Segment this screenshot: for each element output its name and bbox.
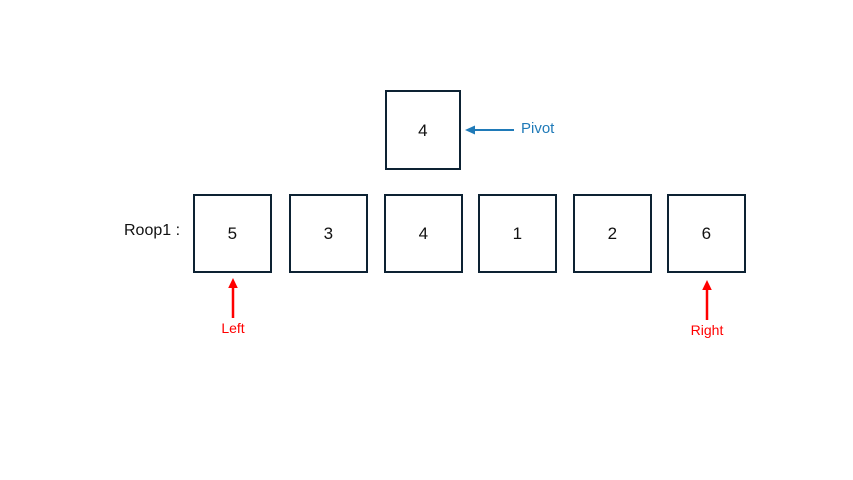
- array-cell-value: 3: [323, 224, 334, 243]
- row-label: Roop1 :: [124, 222, 181, 239]
- pivot-box: 4: [385, 90, 461, 170]
- array-cell-value: 2: [607, 224, 618, 243]
- array-cell: 6: [667, 194, 746, 273]
- array-cell-value: 6: [701, 224, 712, 243]
- array-cell-value: 4: [418, 224, 429, 243]
- array-cell: 4: [384, 194, 463, 273]
- right-pointer-label: Right: [690, 322, 724, 338]
- array-cell: 3: [289, 194, 368, 273]
- pivot-value: 4: [418, 120, 428, 140]
- array-cell: 2: [573, 194, 652, 273]
- left-pointer-label: Left: [221, 320, 245, 336]
- array-cell: 1: [478, 194, 557, 273]
- arrow-up-icon: [702, 280, 712, 320]
- array-cell-value: 5: [227, 224, 238, 243]
- arrow-up-icon: [228, 278, 238, 318]
- array-cell: 5: [193, 194, 272, 273]
- array-cell-value: 1: [512, 224, 523, 243]
- arrow-left-icon: [465, 125, 514, 135]
- pivot-label: Pivot: [521, 120, 555, 137]
